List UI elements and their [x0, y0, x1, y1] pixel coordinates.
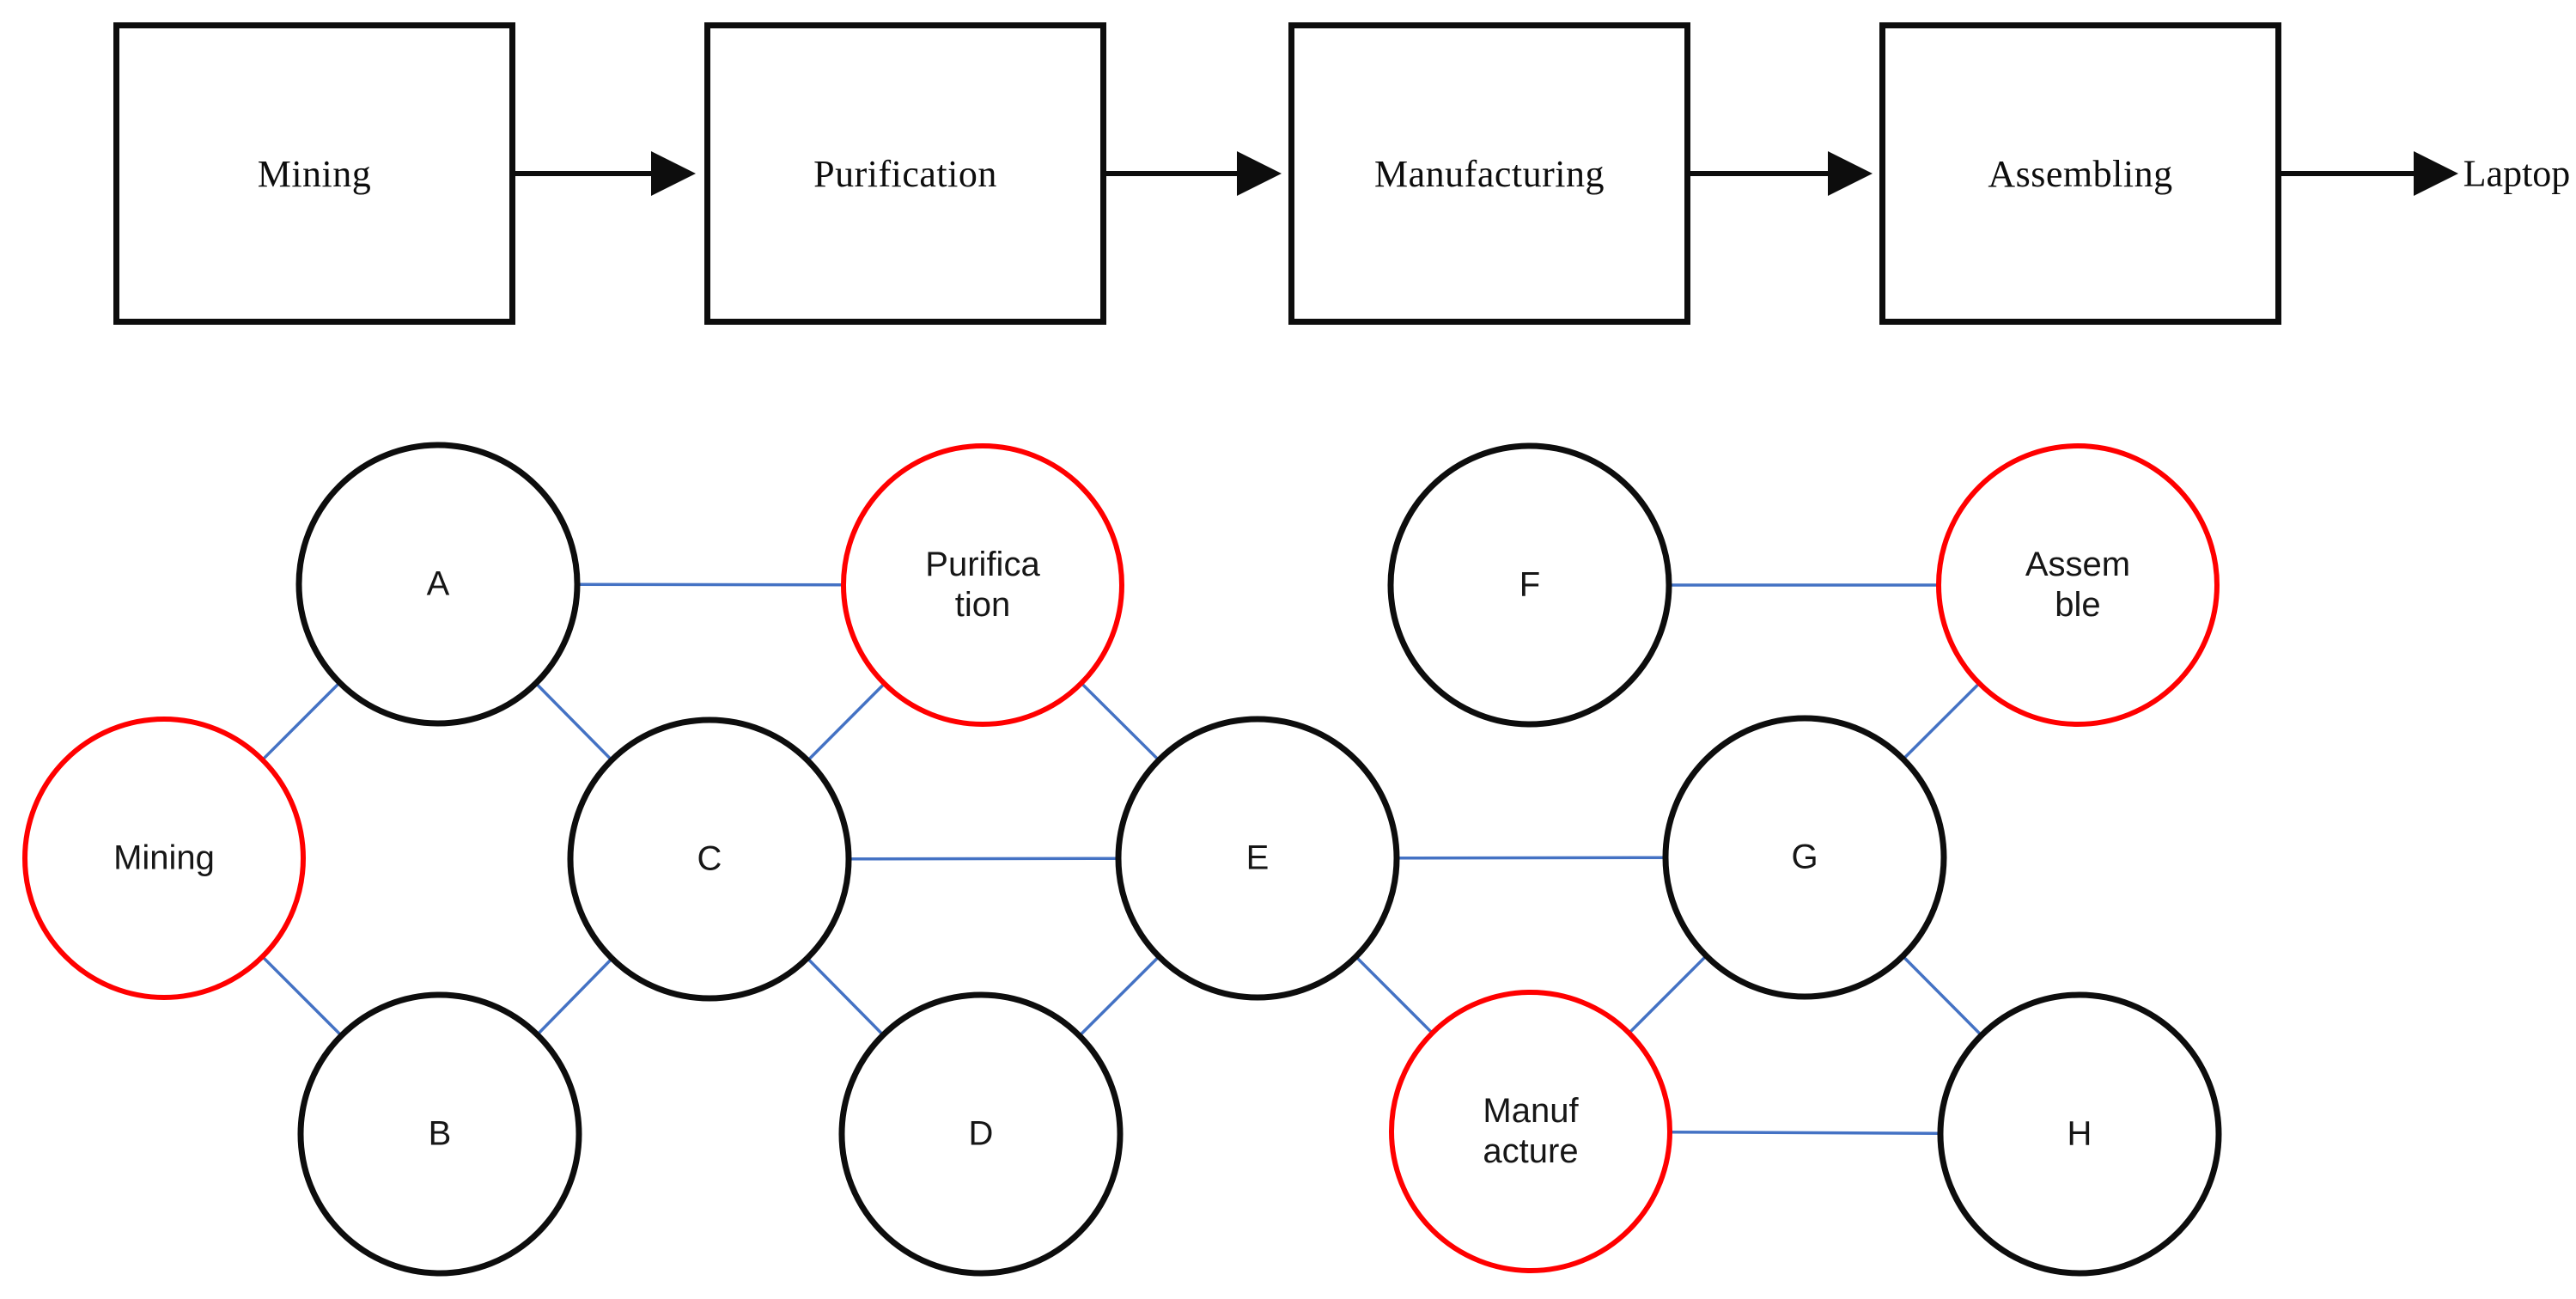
graph-edge: [1078, 955, 1160, 1037]
graph-edge: [261, 681, 341, 761]
graph-edge: [1355, 955, 1434, 1034]
flow-arrow: [2281, 151, 2458, 196]
process-step-box[interactable]: Mining: [113, 22, 515, 325]
graph-edge: [1080, 681, 1160, 762]
graph-edge: [534, 682, 613, 761]
graph-edge: [261, 955, 343, 1037]
graph-edge: [1901, 954, 1983, 1037]
process-step-label: Manufacturing: [1374, 152, 1605, 195]
process-step-label: Assembling: [1988, 152, 2173, 195]
flow-arrow: [1690, 151, 1873, 196]
process-step-box[interactable]: Manufacturing: [1288, 22, 1690, 325]
graph-node-b[interactable]: [297, 991, 582, 1277]
graph-node-mining[interactable]: [22, 717, 306, 1000]
graph-node-e[interactable]: [1115, 716, 1400, 1001]
arrow-head-icon: [2414, 151, 2458, 196]
graph-edge: [1669, 1131, 1941, 1135]
flow-arrow: [515, 151, 696, 196]
graph-edge: [807, 682, 886, 762]
process-step-box[interactable]: Purification: [704, 22, 1106, 325]
graph-edge: [1628, 954, 1708, 1034]
graph-node-purification[interactable]: [841, 443, 1124, 727]
process-step-box[interactable]: Assembling: [1879, 22, 2281, 325]
flow-terminal-label: Laptop: [2463, 152, 2571, 195]
flow-arrow: [1106, 151, 1282, 196]
graph-node-a[interactable]: [295, 442, 581, 727]
arrow-head-icon: [1237, 151, 1282, 196]
graph-node-g[interactable]: [1662, 715, 1947, 1000]
graph-node-f[interactable]: [1387, 442, 1672, 728]
graph-edge: [1902, 682, 1981, 760]
graph-node-c[interactable]: [567, 717, 852, 1002]
arrow-head-icon: [651, 151, 696, 196]
graph-edge: [806, 957, 885, 1036]
arrow-head-icon: [1828, 151, 1873, 196]
graph-node-d[interactable]: [838, 991, 1124, 1277]
graph-node-h[interactable]: [1937, 991, 2222, 1277]
process-step-label: Mining: [257, 152, 372, 195]
graph-node-manufacture[interactable]: [1389, 990, 1672, 1273]
graph-edge: [536, 957, 613, 1036]
process-step-label: Purification: [813, 152, 997, 195]
graph-node-assemble[interactable]: [1936, 443, 2220, 727]
